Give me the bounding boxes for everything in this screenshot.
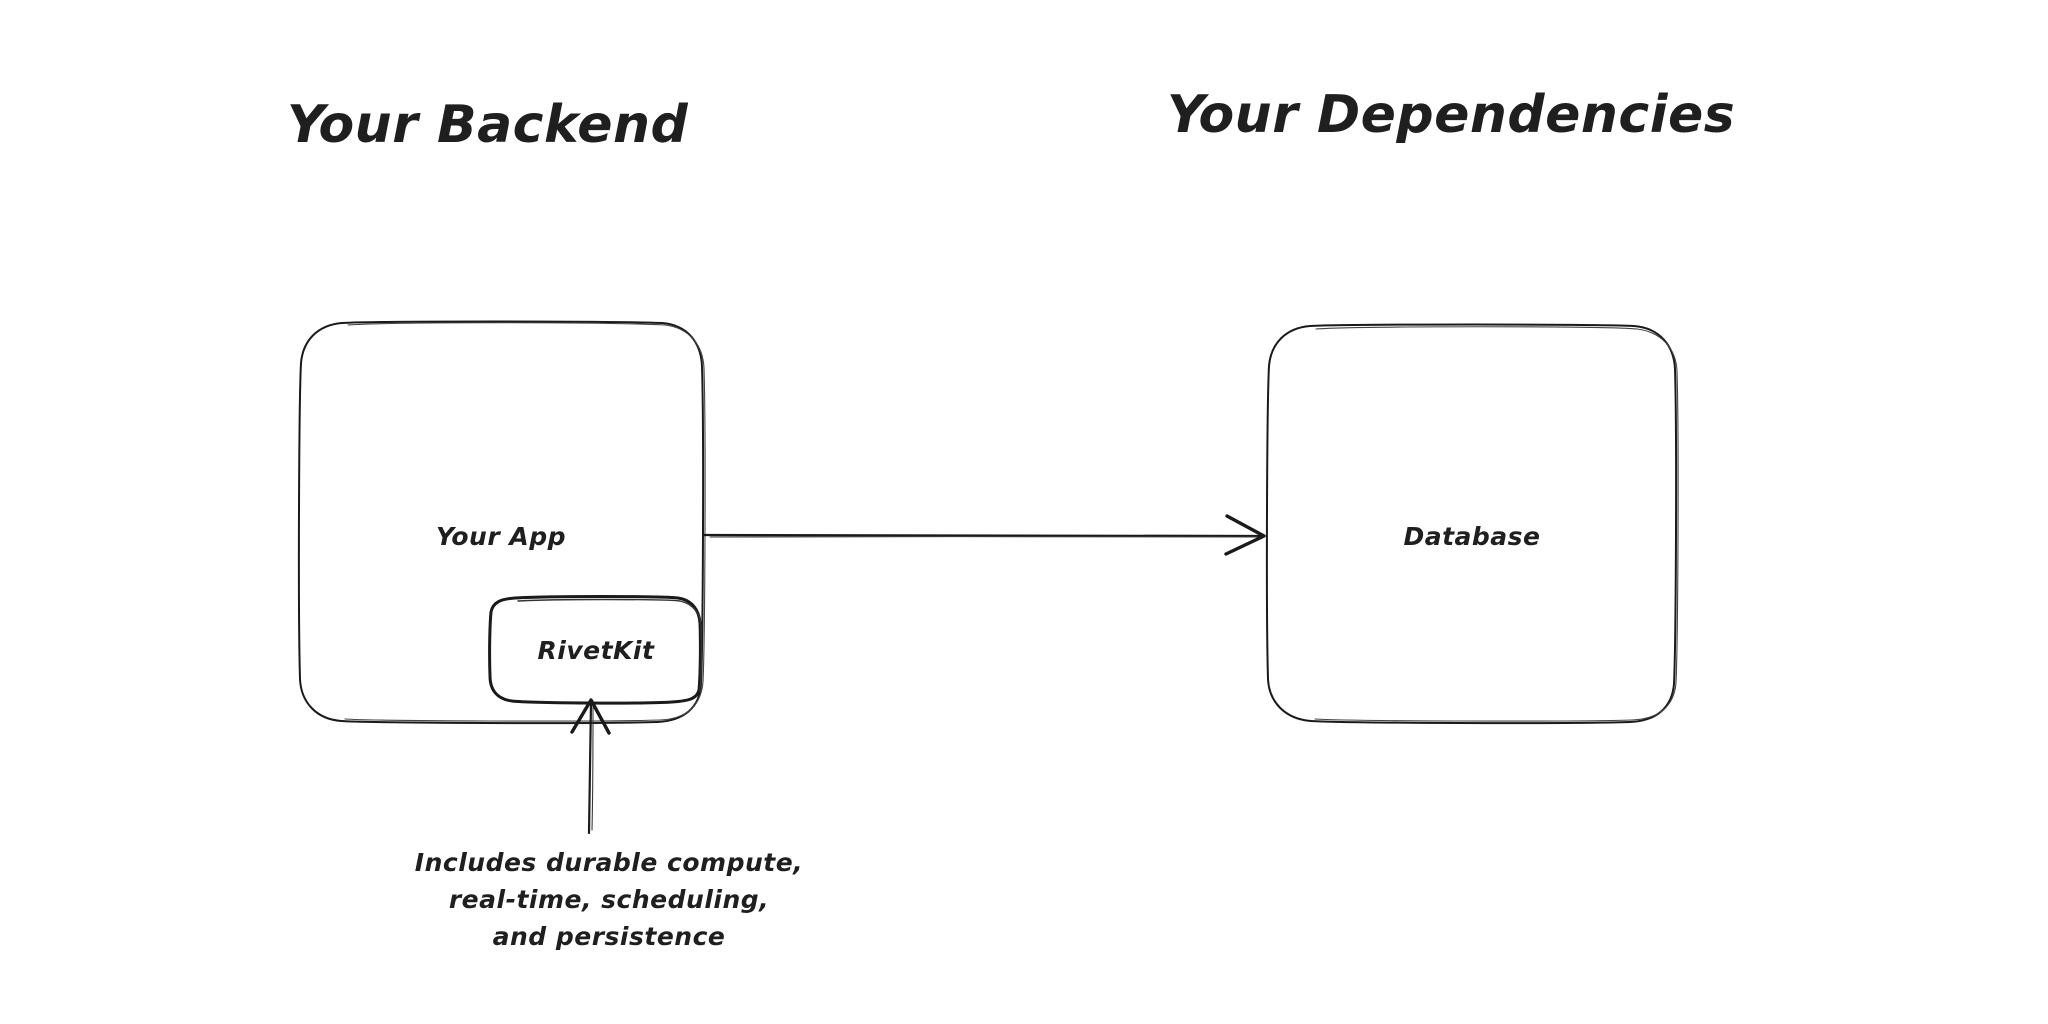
node-your-app[interactable]: Your App (297, 320, 706, 725)
rivetkit-box-outline-second-pass (517, 598, 703, 692)
connector-app-to-database[interactable] (701, 514, 1266, 556)
rivetkit-box-outline (488, 595, 702, 705)
database-label: Database (1403, 522, 1540, 551)
connector-caption-to-rivetkit-line-second-pass (591, 705, 594, 831)
node-database[interactable]: Database (1265, 323, 1679, 725)
connector-app-to-database-arrowhead (1224, 514, 1266, 556)
caption-line-1: Includes durable compute, (415, 848, 803, 877)
your-app-box-outline (297, 320, 705, 725)
connector-caption-to-rivetkit-line (587, 700, 593, 835)
group-title-right: Your Dependencies (1167, 85, 1735, 145)
database-box-outline-second-pass (1314, 326, 1679, 722)
caption-line-3: and persistence (493, 922, 726, 951)
group-title-left: Your Backend (287, 95, 689, 155)
caption-line-2: real-time, scheduling, (449, 885, 769, 914)
connector-caption-to-rivetkit-arrowhead (570, 698, 611, 735)
caption-block: Includes durable compute, real-time, sch… (415, 848, 803, 951)
node-rivetkit[interactable]: RivetKit (488, 595, 703, 705)
your-app-label: Your App (436, 522, 566, 551)
your-app-box-outline-second-pass (344, 322, 706, 722)
connector-caption-to-rivetkit[interactable] (570, 698, 611, 835)
connector-app-to-database-line (701, 533, 1264, 538)
rivetkit-label: RivetKit (538, 636, 655, 665)
database-box-outline (1265, 323, 1678, 725)
